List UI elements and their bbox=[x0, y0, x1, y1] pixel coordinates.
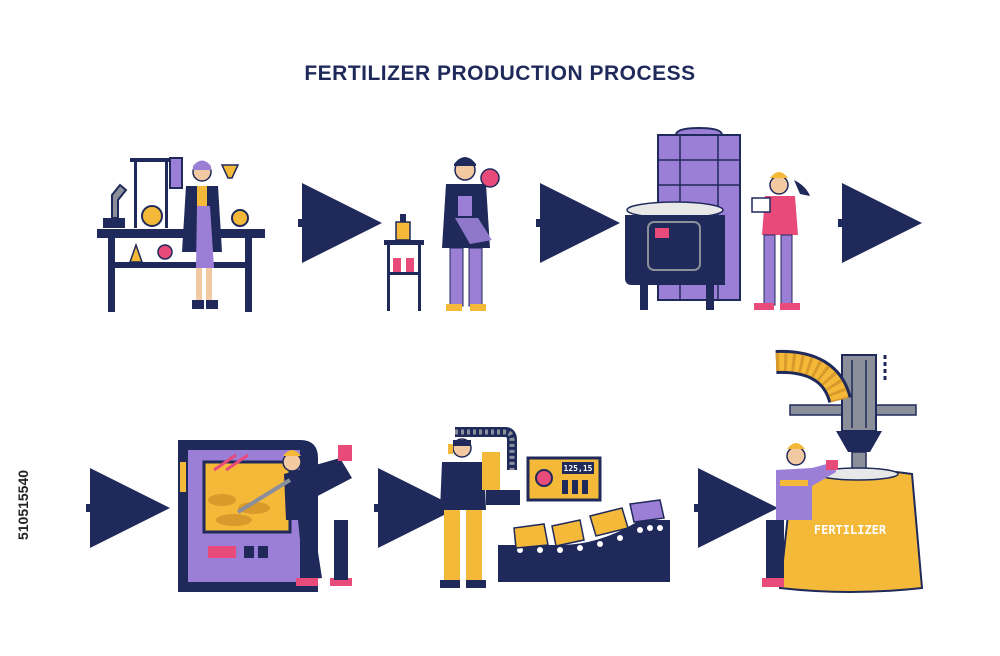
step-5-conveyor-scene: 125,15 bbox=[440, 427, 670, 588]
bag-label: FERTILIZER bbox=[814, 523, 887, 537]
step-6-bagging-scene: FERTILIZER bbox=[762, 349, 924, 593]
step-4-furnace-scene bbox=[178, 440, 352, 592]
step-2-research-scene bbox=[384, 157, 500, 311]
step-3-mixing-scene bbox=[625, 126, 810, 310]
control-panel-display: 125,15 bbox=[564, 464, 593, 473]
step-1-lab-scene bbox=[97, 157, 265, 312]
page-title: FERTILIZER PRODUCTION PROCESS bbox=[304, 62, 696, 85]
